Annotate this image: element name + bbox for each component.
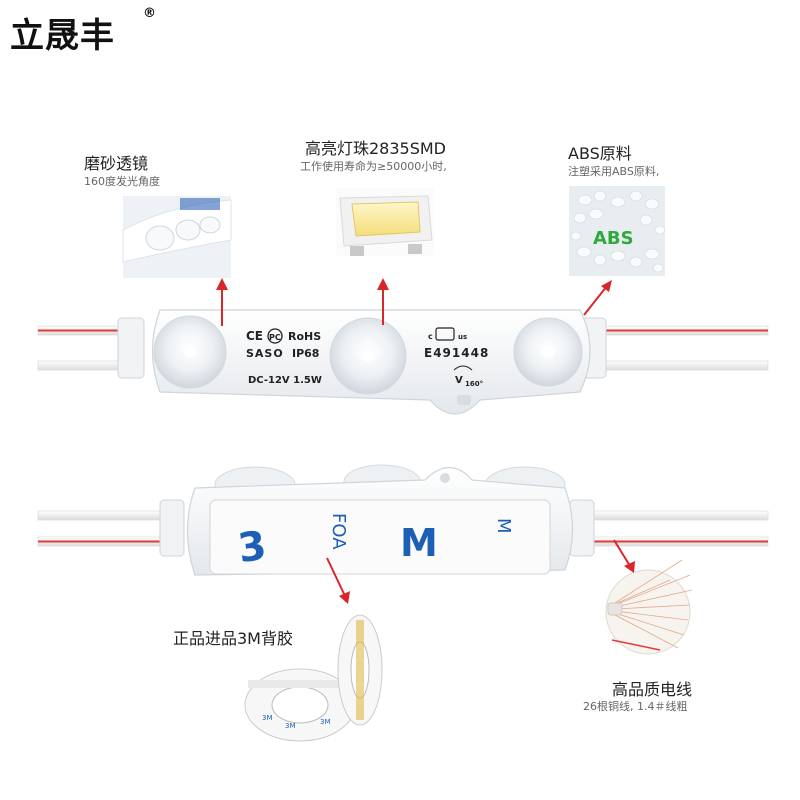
ul-code: E491448: [424, 346, 489, 360]
ce-mark: CE: [246, 329, 263, 343]
wire-strands-photo: [605, 559, 693, 655]
ul-left: c: [428, 332, 433, 341]
arrow-wire: [613, 539, 631, 567]
tape-text-mid: FOA: [328, 513, 349, 550]
front-module-body: [117, 309, 607, 415]
svg-text:3M: 3M: [262, 714, 273, 722]
saso-mark: SASO: [246, 347, 284, 360]
tape-roll-photo: 3M 3M 3M: [244, 614, 383, 742]
rohs-mark: RoHS: [288, 330, 321, 343]
led-subtitle: 工作使用寿命为≥50000小时,: [300, 160, 447, 173]
svg-text:3M: 3M: [320, 718, 331, 726]
back-tape: 3 FOA M M: [209, 499, 551, 575]
svg-text:3M: 3M: [285, 722, 296, 730]
abs-photo-label: ABS: [593, 228, 634, 249]
wire-subtitle: 26根铜线, 1.4＃线粗: [583, 700, 688, 713]
abs-title: ABS原料: [568, 144, 632, 163]
arrow-tape: [326, 557, 346, 597]
front-module-wires: [37, 325, 769, 371]
led-title: 高亮灯珠2835SMD: [305, 139, 447, 158]
pc-mark: PC: [269, 333, 281, 342]
tape-text-left: 3: [235, 523, 269, 572]
tape-title: 正品进品3M背胶: [173, 629, 293, 648]
ul-right: us: [458, 333, 467, 341]
lens-title: 磨砂透镜: [84, 154, 149, 173]
angle-prefix: V: [455, 375, 463, 386]
back-module-wires: [37, 510, 769, 547]
front-module-markings: CE PC RoHS SASO IP68 DC-12V 1.5W c us E4…: [246, 327, 489, 388]
arrow-abs: [583, 285, 608, 316]
led-chip-photo: [336, 188, 434, 256]
angle-label: 160°: [465, 380, 483, 388]
pointer-arrows: [216, 278, 635, 604]
wire-title: 高品质电线: [612, 680, 693, 699]
abs-subtitle: 注塑采用ABS原料,: [568, 165, 660, 178]
abs-pellets-photo: [569, 186, 666, 276]
lens-subtitle: 160度发光角度: [84, 175, 160, 188]
lens-photo: [122, 196, 232, 278]
brand-logo: 立晟丰: [10, 16, 115, 56]
svg-text:M: M: [493, 518, 514, 534]
tape-text-right: M: [400, 521, 438, 565]
registered-mark: ®: [143, 6, 156, 21]
spec-label: DC-12V 1.5W: [248, 375, 322, 386]
ip-rating: IP68: [292, 347, 319, 360]
